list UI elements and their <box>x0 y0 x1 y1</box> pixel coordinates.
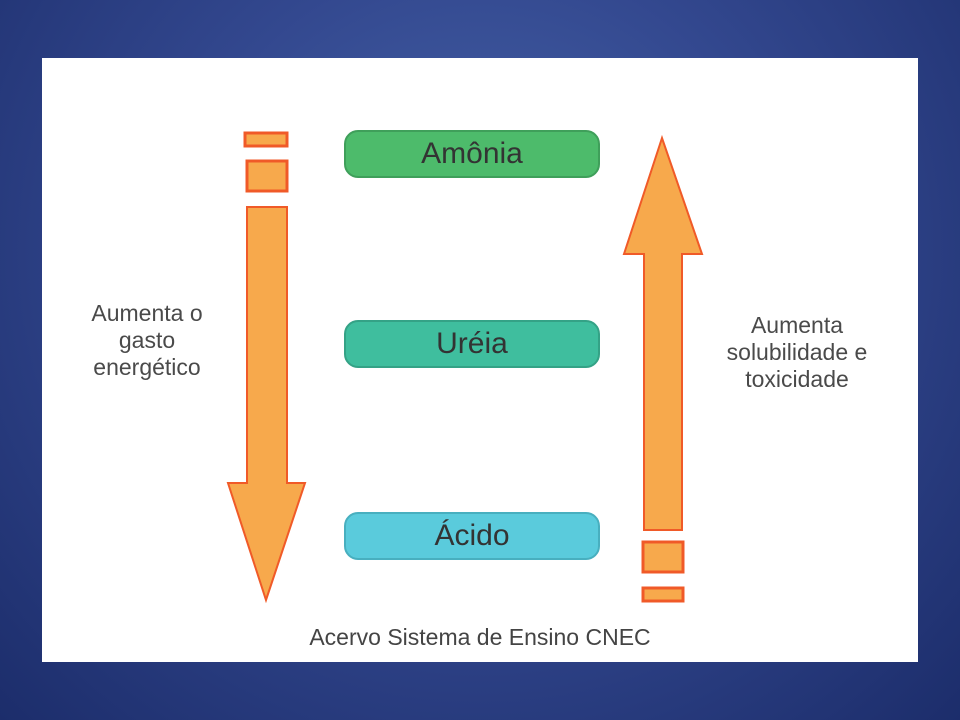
solubility-line-3: toxicidade <box>745 366 849 392</box>
energy-cost-line-3: energético <box>93 354 201 380</box>
down-arrow-dash-small <box>243 131 289 148</box>
energy-cost-label: Aumenta o gasto energético <box>42 300 252 381</box>
down-arrow-body <box>226 206 307 604</box>
up-arrow <box>622 134 704 603</box>
solubility-line-2: solubilidade e <box>726 339 868 365</box>
energy-cost-line-2: gasto <box>118 327 176 353</box>
acido-label: Ácido <box>434 519 510 552</box>
arrows-graphic <box>226 131 704 604</box>
image-credit: Acervo Sistema de Ensino CNEC <box>309 624 651 650</box>
up-arrow-dash-small <box>641 586 685 603</box>
solubility-line-1: Aumenta <box>750 312 844 338</box>
amonia-label: Amônia <box>421 137 523 170</box>
amonia-box: Amônia <box>344 130 600 178</box>
down-arrow-dash-large <box>245 159 289 193</box>
slide-panel: Amônia Uréia Ácido Aumenta o gasto energ… <box>42 58 918 662</box>
acido-box: Ácido <box>344 512 600 560</box>
ureia-label: Uréia <box>436 327 508 360</box>
down-arrow <box>226 131 307 604</box>
solubility-toxicity-label: Aumenta solubilidade e toxicidade <box>682 312 912 393</box>
up-arrow-dash-large <box>641 540 685 574</box>
ureia-box: Uréia <box>344 320 600 368</box>
energy-cost-line-1: Aumenta o <box>91 300 203 326</box>
up-arrow-body <box>622 134 704 531</box>
